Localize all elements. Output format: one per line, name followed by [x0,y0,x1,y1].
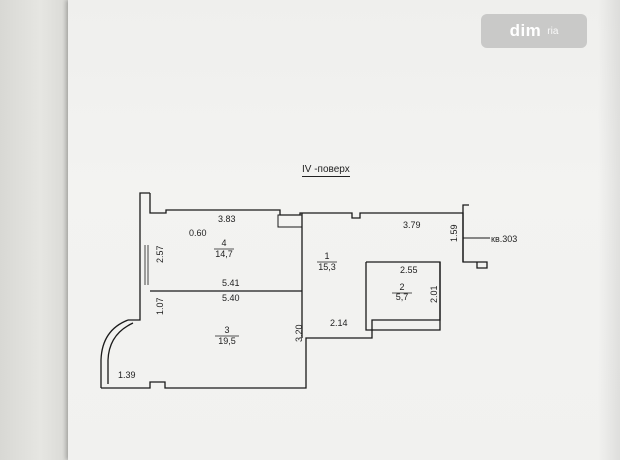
room-4-number: 4 [221,238,226,248]
background-surface [0,0,68,460]
room-3-label: 3 19,5 [215,325,239,346]
room-2-label: 2 5,7 [392,282,412,302]
plan-walls [100,192,490,389]
watermark-sub: ria [547,25,559,37]
room-4-area: 14,7 [215,249,233,259]
room-1-number: 1 [324,251,329,261]
dim-2-55: 2.55 [400,265,418,275]
dim-3-20: 3.20 [294,324,304,342]
watermark-brand: dim [509,21,542,40]
paper-shadow [598,0,620,460]
dim-3-79: 3.79 [403,220,421,230]
dim-3-83: 3.83 [218,214,236,224]
room-1-label: 1 15,3 [317,251,337,272]
dim-1-39: 1.39 [118,370,136,380]
apartment-label: кв.303 [491,234,517,244]
room-2-area: 5,7 [396,292,409,302]
east-wall [462,204,469,262]
room-4-label: 4 14,7 [214,238,234,259]
room-3-number: 3 [224,325,229,335]
outer-wall-south [128,192,150,321]
niche [277,214,303,228]
bay-window-inner [107,322,134,384]
room-3-area: 19,5 [218,336,236,346]
floor-title: IV -поверх [302,164,350,177]
room-1-area: 15,3 [318,262,336,272]
bay-window [100,319,129,388]
dim-2-14: 2.14 [330,318,348,328]
dim-1-07: 1.07 [155,297,165,315]
dim-2-57: 2.57 [155,245,165,263]
dim-1-59: 1.59 [449,224,459,242]
outer-wall [149,193,488,269]
dim-5-40: 5.40 [222,293,240,303]
watermark: dim ria [481,14,587,48]
room-2-number: 2 [399,282,404,292]
outer-wall-bottom [101,262,441,389]
dim-0-60: 0.60 [189,228,207,238]
wall-room2 [365,261,441,331]
paper-sheet [68,0,620,460]
dim-2-01: 2.01 [429,285,439,303]
dim-5-41: 5.41 [222,278,240,288]
